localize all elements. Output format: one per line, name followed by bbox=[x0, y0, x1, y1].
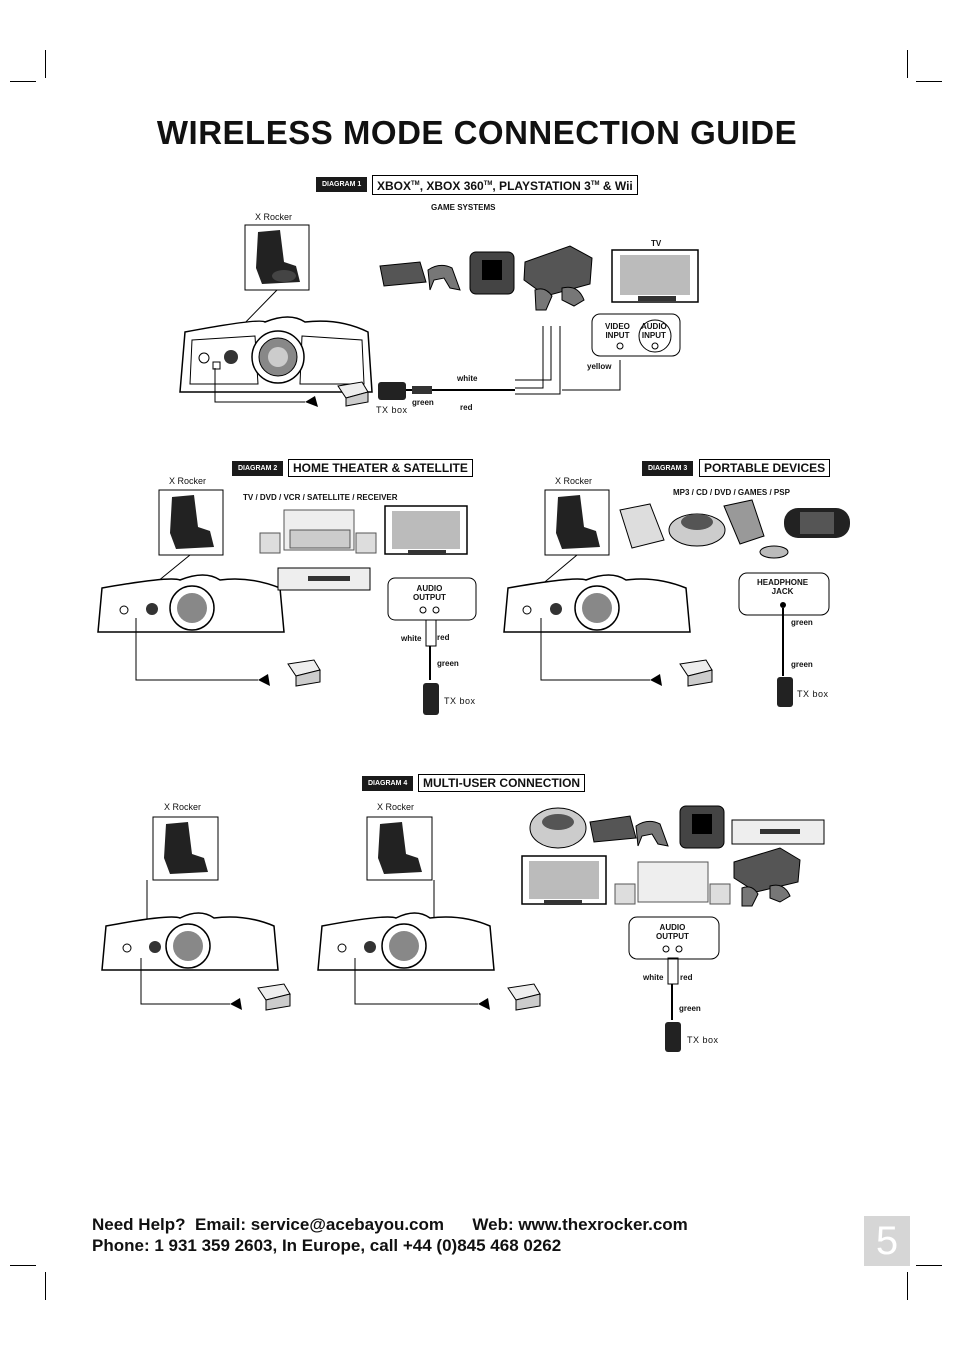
chair-label: X Rocker bbox=[164, 802, 202, 812]
chair-icon bbox=[152, 816, 219, 881]
sources-label: MP3 / CD / DVD / GAMES / PSP bbox=[673, 488, 790, 497]
help-line-1: Need Help? Email: service@acebayou.com W… bbox=[92, 1214, 688, 1235]
dvd-player-icon bbox=[277, 567, 371, 591]
home-theater-icon bbox=[259, 509, 377, 554]
green-cable-label: green bbox=[412, 398, 434, 407]
red-cable-label: red bbox=[680, 973, 693, 982]
diagram-2-heading: HOME THEATER & SATELLITE bbox=[288, 459, 473, 477]
chair-icon bbox=[366, 816, 433, 881]
tv-icon bbox=[384, 505, 468, 555]
red-cable-label: red bbox=[437, 633, 450, 642]
help-label: Need Help? bbox=[92, 1215, 186, 1234]
green-cable-label: green bbox=[791, 660, 813, 669]
page-title: WIRELESS MODE CONNECTION GUIDE bbox=[156, 114, 798, 151]
green-cable-label: green bbox=[791, 618, 813, 627]
diagram-3-tag: DIAGRAM 3 bbox=[642, 461, 694, 476]
headphone-jack-label: HEADPHONE JACK bbox=[757, 578, 809, 596]
tx-box-icon bbox=[777, 677, 793, 707]
audio-input-label: AUDIO INPUT bbox=[641, 322, 667, 340]
control-panel-icon bbox=[97, 574, 285, 633]
tv-icon bbox=[611, 249, 699, 303]
control-panel-icon bbox=[317, 912, 495, 971]
diagram-4-heading: MULTI-USER CONNECTION bbox=[418, 774, 586, 792]
portable-devices-icon bbox=[619, 499, 850, 559]
diagram-2-tag: DIAGRAM 2 bbox=[232, 461, 284, 476]
power-adapter-icon bbox=[337, 381, 369, 407]
chair-label: X Rocker bbox=[555, 476, 593, 486]
chair-label: X Rocker bbox=[169, 476, 207, 486]
control-panel-icon bbox=[503, 574, 691, 633]
diagram-1-heading: XBOXTM, XBOX 360TM, PLAYSTATION 3TM & Wi… bbox=[372, 175, 638, 195]
tx-box-label: TX box bbox=[797, 689, 829, 699]
help-email[interactable]: Email: service@acebayou.com bbox=[194, 1215, 445, 1234]
green-cable-label: green bbox=[437, 659, 459, 668]
tx-box-icon bbox=[665, 1022, 681, 1052]
help-web[interactable]: Web: www.thexrocker.com bbox=[472, 1215, 688, 1234]
white-cable-label: white bbox=[643, 973, 664, 982]
sources-collage-icon bbox=[521, 805, 825, 907]
game-console-icon bbox=[379, 245, 593, 311]
control-panel-icon bbox=[179, 316, 373, 393]
diagram-3-heading: PORTABLE DEVICES bbox=[699, 459, 831, 477]
tx-box-label: TX box bbox=[376, 405, 408, 415]
tx-box-label: TX box bbox=[687, 1035, 719, 1045]
game-systems-label: GAME SYSTEMS bbox=[431, 203, 496, 212]
control-panel-icon bbox=[101, 912, 279, 971]
white-cable-label: white bbox=[457, 374, 478, 383]
diagram-1-tag: DIAGRAM 1 bbox=[316, 177, 368, 192]
tx-box-label: TX box bbox=[444, 696, 476, 706]
chair-label: X Rocker bbox=[255, 212, 293, 222]
audio-output-label: AUDIO OUTPUT bbox=[656, 923, 689, 941]
chair-label: X Rocker bbox=[377, 802, 415, 812]
green-cable-label: green bbox=[679, 1004, 701, 1013]
audio-output-panel bbox=[628, 916, 720, 960]
chair-icon bbox=[544, 489, 610, 556]
page-number: 5 bbox=[864, 1216, 910, 1266]
diagram-4-tag: DIAGRAM 4 bbox=[362, 776, 414, 791]
white-cable-label: white bbox=[401, 634, 422, 643]
chair-icon bbox=[158, 489, 224, 556]
audio-output-label: AUDIO OUTPUT bbox=[413, 584, 446, 602]
sources-label: TV / DVD / VCR / SATELLITE / RECEIVER bbox=[243, 493, 398, 502]
help-phone: Phone: 1 931 359 2603, In Europe, call +… bbox=[92, 1236, 562, 1255]
av-input-panel bbox=[591, 313, 681, 357]
video-input-label: VIDEO INPUT bbox=[605, 322, 630, 340]
tx-box-icon bbox=[423, 683, 439, 715]
red-cable-label: red bbox=[460, 403, 473, 412]
help-footer: Need Help? Email: service@acebayou.com W… bbox=[92, 1214, 688, 1256]
yellow-cable-label: yellow bbox=[587, 362, 612, 371]
tv-label: TV bbox=[651, 239, 662, 248]
